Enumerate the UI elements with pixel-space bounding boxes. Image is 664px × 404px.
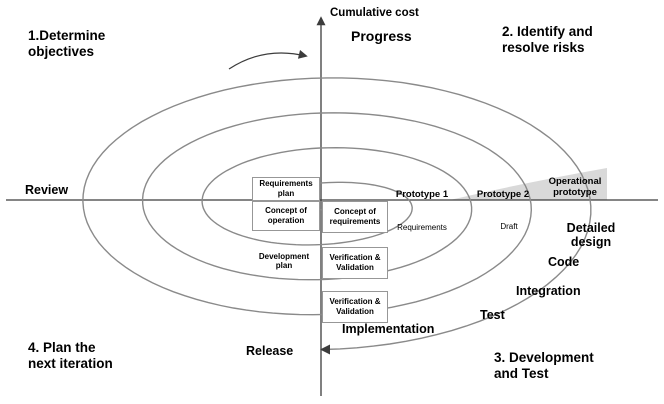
integration-label: Integration (516, 284, 581, 298)
progress-label: Progress (351, 28, 412, 44)
requirements-label: Requirements (397, 223, 447, 232)
requirements-plan-box: Requirements plan (252, 177, 320, 201)
risk-sector-wedge (452, 168, 607, 200)
quadrant-3-label: 3. Development and Test (494, 350, 594, 381)
progress-arrow (228, 49, 308, 70)
cumulative-cost-label: Cumulative cost (330, 7, 419, 19)
concept-of-requirements-box: Concept of requirements (322, 201, 388, 233)
release-label: Release (246, 344, 294, 358)
detailed-design-label: Detailed design (566, 221, 616, 250)
quadrant-4-label: 4. Plan the next iteration (28, 340, 113, 371)
verification-validation-box-1: Verification & Validation (322, 247, 388, 279)
development-plan-label: Development plan (258, 252, 310, 271)
test-label: Test (480, 308, 505, 322)
operational-prototype-label: Operational prototype (548, 176, 602, 198)
implementation-label: Implementation (342, 322, 435, 336)
draft-label: Draft (500, 222, 518, 231)
prototype-2-label: Prototype 2 (476, 189, 530, 200)
verification-validation-box-2: Verification & Validation (322, 291, 388, 323)
review-label: Review (25, 183, 69, 197)
code-label: Code (548, 255, 580, 269)
prototype-1-label: Prototype 1 (395, 189, 449, 200)
quadrant-2-label: 2. Identify and resolve risks (502, 24, 593, 55)
spiral-curve (82, 77, 592, 355)
quadrant-1-label: 1.Determine objectives (28, 28, 106, 59)
concept-of-operation-box: Concept of operation (252, 201, 320, 231)
